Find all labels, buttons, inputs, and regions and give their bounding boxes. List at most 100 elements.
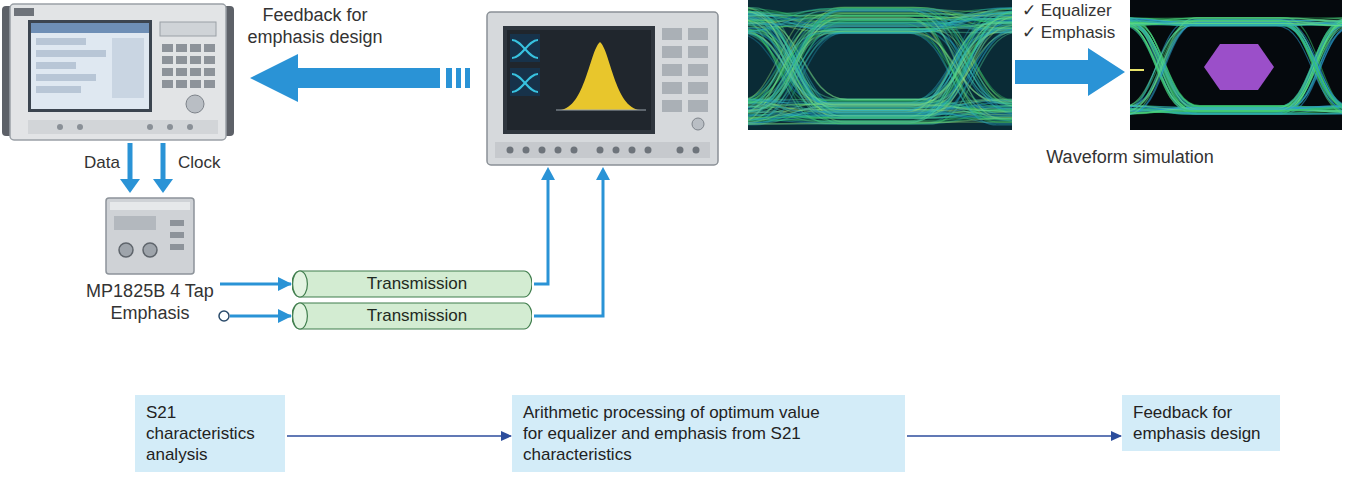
sampling-oscilloscope-part-part [688, 28, 708, 40]
sampling-oscilloscope-part-part [613, 147, 620, 154]
sampling-oscilloscope-part-part [677, 147, 684, 154]
eye-trace [748, 20, 1012, 124]
signal-quality-analyzer-part-part [190, 80, 201, 88]
eye-trace [748, 9, 1012, 107]
sampling-oscilloscope-part-part [662, 82, 682, 94]
signal-quality-analyzer-part-part [57, 124, 63, 130]
sampling-oscilloscope-part [507, 30, 651, 130]
port-circle [219, 311, 229, 321]
eye-diagrams [560, 0, 1350, 130]
sampling-oscilloscope-part-part [555, 147, 562, 154]
signal-quality-analyzer-part [160, 22, 216, 36]
eye-trace [1130, 19, 1342, 110]
sampling-oscilloscope-part [512, 74, 538, 92]
signal-quality-analyzer-part-part [190, 56, 201, 64]
signal-name: Clock [178, 152, 258, 173]
caption-label: Waveform simulation [1030, 146, 1230, 168]
signal-quality-analyzer-part [31, 23, 149, 33]
process-box: Arithmetic processing of optimum value f… [512, 395, 905, 472]
unit-led [170, 220, 184, 226]
sampling-oscilloscope-part [507, 147, 700, 154]
sampling-oscilloscope-part-part [662, 46, 682, 58]
transmission-line: Transmission [292, 270, 532, 298]
signal-quality-analyzer-part [162, 44, 215, 88]
sampling-oscilloscope-part-part [662, 64, 682, 76]
feedback-arrow-part [446, 68, 452, 88]
sampling-oscilloscope-part [495, 142, 710, 158]
transmission-line: Transmission [292, 302, 532, 330]
eye-trace [1130, 18, 1342, 108]
signal-quality-analyzer-part-part [176, 56, 187, 64]
line-text: Transmission [292, 302, 532, 330]
sampling-oscilloscope-part-part [507, 147, 514, 154]
feedback-arrow [250, 54, 470, 102]
signal-quality-analyzer-part-part [162, 68, 173, 76]
signal-quality-analyzer-part-part [204, 80, 215, 88]
process-box: Feedback for emphasis design [1122, 395, 1280, 451]
cable-arrowheads [541, 167, 610, 180]
signal-quality-analyzer-part-part [162, 44, 173, 52]
sampling-oscilloscope-part [662, 28, 708, 112]
cylinder-end [293, 271, 308, 297]
unit-led [170, 232, 184, 238]
signal-quality-analyzer-part [36, 38, 86, 45]
signal-quality-analyzer-part-part [187, 124, 193, 130]
signal-quality-analyzer-part-part [176, 80, 187, 88]
unit-name: MP1825B 4 Tap Emphasis [82, 280, 218, 324]
cable-to-scope-part [534, 178, 548, 284]
sampling-oscilloscope-part-part [539, 147, 546, 154]
cylinder-body [292, 303, 532, 329]
sampling-oscilloscope-part [556, 110, 646, 111]
eye-trace [748, 30, 1012, 125]
sampling-oscilloscope-part [692, 118, 704, 130]
signal-quality-analyzer-part [28, 20, 152, 112]
signal-quality-analyzer-part-part [190, 44, 201, 52]
signal-quality-analyzer-part-part [77, 124, 83, 130]
eye-trace [1130, 24, 1342, 113]
eye-trace [1130, 18, 1342, 115]
box-text: S21 characteristics analysis [146, 402, 274, 465]
cylinder-body [292, 271, 532, 297]
signal-quality-analyzer-part [10, 4, 226, 140]
eye-traces [1130, 18, 1342, 115]
cable-to-scope-part [534, 178, 603, 316]
data-clock-arrows [120, 143, 173, 193]
eye-trace [748, 23, 1012, 123]
signal-quality-analyzer-part [186, 95, 204, 113]
signal-quality-analyzer-part [36, 74, 96, 81]
eye-trace [1130, 24, 1342, 112]
eye-trace [1130, 26, 1342, 113]
data-clock-arrows-part [153, 179, 173, 193]
sampling-oscilloscope-part [510, 34, 540, 62]
sampling-oscilloscope-part [560, 42, 640, 110]
eye-traces [748, 7, 1012, 125]
eye-trace [1130, 26, 1342, 113]
sampling-oscilloscope-part-part [662, 28, 682, 40]
sampling-oscilloscope-part [503, 26, 655, 134]
sampling-oscilloscope-part-part [645, 147, 652, 154]
sampling-oscilloscope-part-part [629, 147, 636, 154]
process-box: S21 characteristics analysis [135, 395, 285, 472]
cable-to-scope [534, 178, 603, 316]
sampling-oscilloscope-part [487, 12, 718, 165]
unit-housing [106, 198, 194, 274]
eye-trace [748, 15, 1012, 111]
eye-trace [1130, 23, 1342, 113]
sampling-oscilloscope-part-part [688, 82, 708, 94]
sampling-oscilloscope-part-part [597, 147, 604, 154]
sampling-oscilloscope-part [512, 40, 538, 58]
sampling-oscilloscope-part-part [688, 64, 708, 76]
simulation-arrow [1015, 48, 1125, 96]
eye-after [964, 0, 1350, 130]
flow-arrow [287, 435, 511, 437]
signal-quality-analyzer-part [36, 62, 76, 69]
eye-trace [748, 11, 1012, 120]
eye-trace [1130, 22, 1342, 113]
signal-quality-analyzer-part [36, 50, 106, 57]
marker-line [1130, 69, 1144, 71]
signal-quality-analyzer-part-part [167, 124, 173, 130]
signal-name: Data [50, 152, 120, 173]
feedback-arrow-part [465, 68, 470, 88]
unit-connector [143, 243, 157, 257]
